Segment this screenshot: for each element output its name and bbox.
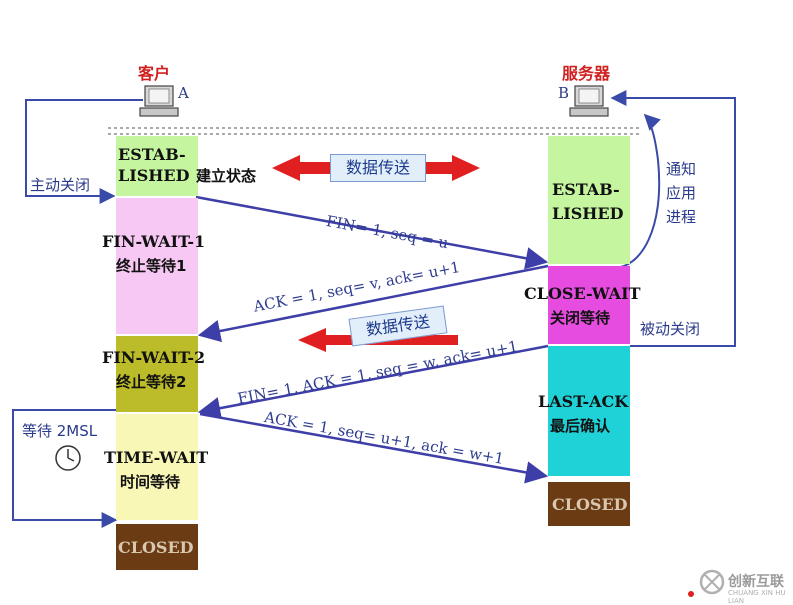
server-closed-text: CLOSED: [552, 495, 628, 514]
server-last-ack-text: LAST-ACK: [538, 392, 629, 411]
fin1-arrow: [195, 195, 549, 270]
server-established-text-1: ESTAB-: [552, 180, 620, 199]
client-established-block: [116, 136, 198, 196]
ack1-arrow: [197, 264, 549, 343]
server-close-wait-block: [548, 266, 630, 344]
wait-2msl-connector: [12, 409, 118, 528]
wait-2msl-label: 等待 2MSL: [22, 422, 98, 440]
client-fin-wait-2-block: [116, 336, 198, 412]
client-established-text-1: ESTAB-: [118, 145, 186, 164]
server-close-wait-text: CLOSE-WAIT: [524, 284, 641, 303]
server-close-wait-cn: 关闭等待: [550, 309, 611, 327]
server-established-block: [548, 136, 630, 264]
client-fin-wait-1-text: FIN-WAIT-1: [102, 232, 206, 251]
fin2-arrow: [197, 344, 549, 420]
client-fin-wait-1-cn: 终止等待1: [116, 257, 187, 275]
passive-close-connector: [610, 90, 736, 347]
client-fin-wait-2-text: FIN-WAIT-2: [102, 348, 206, 367]
data-transfer-label-top: 数据传送: [330, 154, 426, 182]
client-fin-wait-1-block: [116, 198, 198, 334]
client-letter: A: [178, 84, 189, 102]
client-time-wait-text: TIME-WAIT: [104, 448, 209, 467]
server-closed-block: [548, 482, 630, 526]
ack2-arrow: [199, 412, 549, 484]
client-time-wait-cn: 时间等待: [120, 473, 181, 491]
client-time-wait-block: [116, 414, 198, 520]
client-closed-text: CLOSED: [118, 538, 194, 557]
active-close-label: 主动关闭: [30, 176, 91, 194]
watermark-subtext: CHUANG XIN HU LIAN: [728, 589, 786, 605]
watermark-text: 创新互联: [728, 574, 784, 590]
server-last-ack-block: [548, 346, 630, 476]
active-close-connector: [25, 99, 143, 204]
server-title: 服务器: [562, 64, 611, 83]
watermark-logo-icon: [688, 569, 725, 597]
client-fin-wait-2-cn: 终止等待2: [116, 373, 187, 391]
client-title: 客户: [138, 64, 171, 83]
passive-close-label: 被动关闭: [640, 320, 701, 338]
client-established-suffix: 建立状态: [196, 167, 257, 185]
notify-label-1: 通知: [666, 160, 697, 178]
server-established-text-2: LISHED: [552, 204, 624, 223]
server-last-ack-cn: 最后确认: [550, 417, 611, 435]
client-closed-block: [116, 524, 198, 570]
client-computer-icon: [139, 85, 179, 117]
notify-label-3: 进程: [666, 208, 697, 226]
client-established-text-2: LISHED: [118, 166, 190, 185]
notify-label-2: 应用: [666, 184, 697, 202]
server-computer-icon: [569, 85, 609, 117]
notify-app-curve: [613, 113, 661, 269]
server-letter: B: [558, 84, 570, 102]
clock-icon: [55, 445, 81, 471]
